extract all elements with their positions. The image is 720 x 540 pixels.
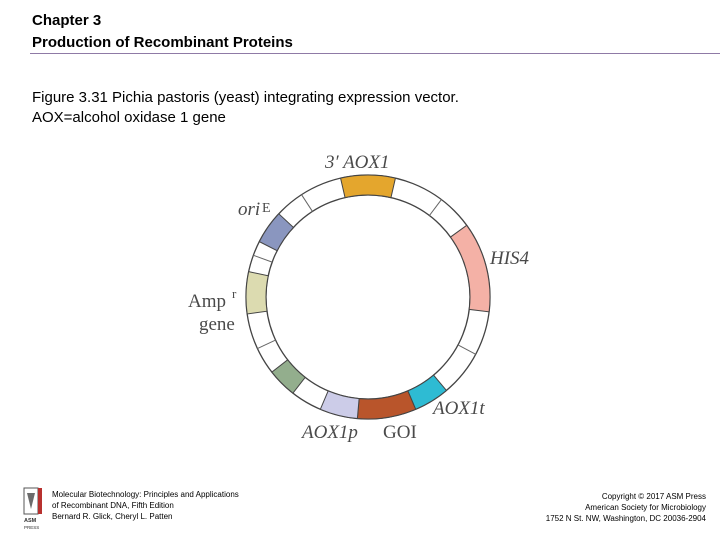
backbone-separator-2 [457,344,476,355]
figure-caption: Figure 3.31 Pichia pastoris (yeast) inte… [32,88,692,128]
label-aox1t: AOX1t [431,398,485,419]
backbone-separator-1 [428,199,442,216]
svg-text:PRESS: PRESS [24,525,39,530]
plasmid-labels: 3′ AOX1 ori E HIS4 Amp r gene AOX1t AOX1… [188,152,530,443]
label-ori-superscript: E [262,201,271,216]
svg-text:ASM: ASM [24,518,37,524]
segment-his4 [449,224,491,313]
segment-unlabeled [271,359,306,394]
caption-line-2: AOX=alcohol oxidase 1 gene [32,109,226,126]
backbone-separator-4 [253,254,273,263]
segment-goi [356,390,417,420]
footer-citation-line-2: of Recombinant DNA, Fifth Edition [52,501,174,510]
segment-ori-e [258,213,295,252]
footer-citation: Molecular Biotechnology: Principles and … [52,489,239,522]
label-amp: Amp [188,291,226,312]
ring-inner-edge [265,194,471,400]
backbone-separator-5 [301,194,313,212]
footer-copyright-line-2: American Society for Microbiology [585,503,706,512]
chapter-label: Chapter 3 [32,12,102,29]
segment-aox1p [319,390,360,420]
footer-copyright: Copyright © 2017 ASM Press American Soci… [546,491,706,524]
footer-citation-line-3: Bernard R. Glick, Cheryl L. Patten [52,512,173,521]
chapter-title: Production of Recombinant Proteins [32,34,293,51]
asm-press-logo-mark: ASM PRESS [23,487,42,530]
footer-copyright-line-3: 1752 N St. NW, Washington, DC 20036-2904 [545,514,706,523]
label-aox1p: AOX1p [300,422,358,443]
slide-header: Chapter 3 Production of Recombinant Prot… [32,10,712,54]
caption-line-1: Figure 3.31 Pichia pastoris (yeast) inte… [32,89,459,106]
segment-3-aox1 [339,174,397,199]
asm-press-logo: ASM PRESS [23,487,45,533]
label-amp-superscript: r [232,286,237,301]
header-divider [30,53,720,54]
plasmid-ring [245,174,491,420]
label-ori: ori [238,199,260,220]
footer-citation-line-1: Molecular Biotechnology: Principles and … [52,490,239,499]
label-3prime-aox1: 3′ AOX1 [324,152,390,173]
footer-copyright-line-1: Copyright © 2017 ASM Press [601,492,706,501]
label-his4: HIS4 [489,248,530,269]
label-goi: GOI [383,422,417,443]
label-amp-gene: gene [199,314,235,335]
segment-amp-r-gene [245,271,269,315]
backbone-separator-3 [257,339,276,350]
